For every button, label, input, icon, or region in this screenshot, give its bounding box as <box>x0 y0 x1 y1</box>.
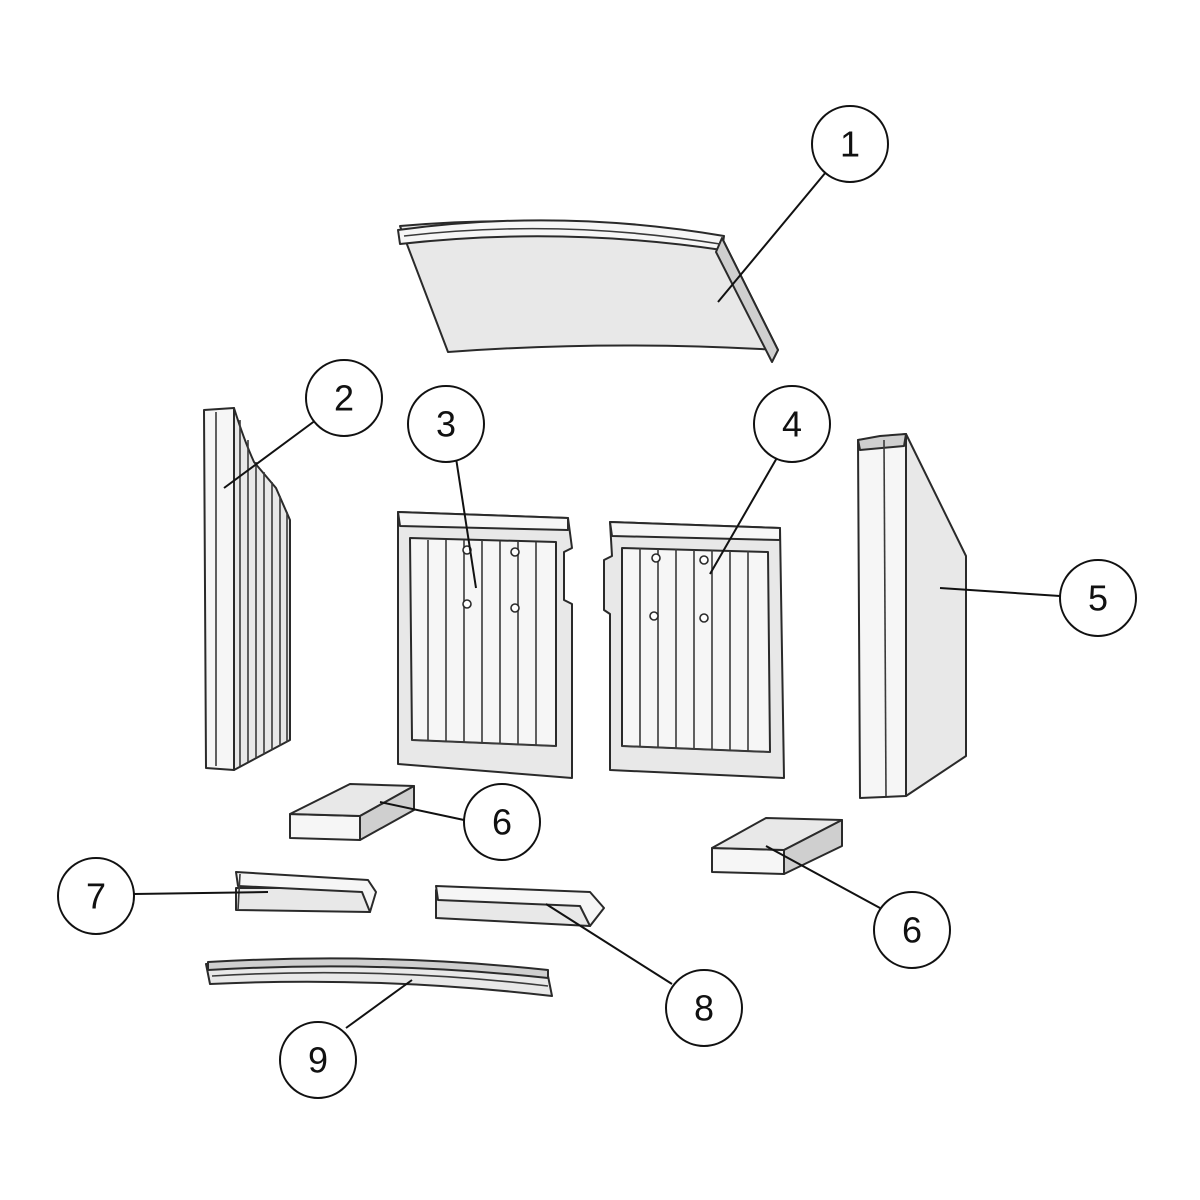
callout-7: 7 <box>57 857 135 935</box>
part-4-back-right-brick <box>603 521 785 779</box>
callout-5: 5 <box>1059 559 1137 637</box>
part-6-right-floor-block <box>711 817 843 875</box>
leader-4 <box>709 455 779 575</box>
callout-6-right-label: 6 <box>902 910 922 951</box>
callout-8: 8 <box>665 969 743 1047</box>
callout-9-label: 9 <box>308 1040 328 1081</box>
leader-lines <box>133 171 1061 1029</box>
leader-3 <box>455 457 477 589</box>
leader-6a <box>379 801 465 821</box>
callout-1: 1 <box>811 105 889 183</box>
leader-7 <box>133 891 269 895</box>
callout-5-label: 5 <box>1088 578 1108 619</box>
callout-3-label: 3 <box>436 404 456 445</box>
callout-6-left-label: 6 <box>492 802 512 843</box>
part-2-left-side-brick <box>203 407 291 771</box>
callout-4-label: 4 <box>782 404 802 445</box>
part-9-front-rail <box>205 957 553 997</box>
callout-2: 2 <box>305 359 383 437</box>
leader-1 <box>717 171 827 303</box>
leader-5 <box>939 587 1061 597</box>
callout-8-label: 8 <box>694 988 714 1029</box>
callout-1-label: 1 <box>840 124 860 165</box>
callout-2-label: 2 <box>334 378 354 419</box>
part-8-right-front-brick <box>435 885 605 927</box>
callout-6-left: 6 <box>463 783 541 861</box>
callout-4: 4 <box>753 385 831 463</box>
leader-9 <box>345 979 413 1029</box>
callout-6-right: 6 <box>873 891 951 969</box>
leader-2 <box>223 419 317 489</box>
callout-7-label: 7 <box>86 876 106 917</box>
part-7-left-front-brick <box>235 871 377 913</box>
part-6-left-floor-block <box>289 783 415 841</box>
callout-3: 3 <box>407 385 485 463</box>
part-3-back-left-brick <box>397 511 573 779</box>
part-5-right-side-brick <box>857 433 967 799</box>
part-1-baffle-plate <box>397 219 779 363</box>
leader-6b <box>765 845 881 909</box>
leader-8 <box>545 903 673 985</box>
callout-9: 9 <box>279 1021 357 1099</box>
